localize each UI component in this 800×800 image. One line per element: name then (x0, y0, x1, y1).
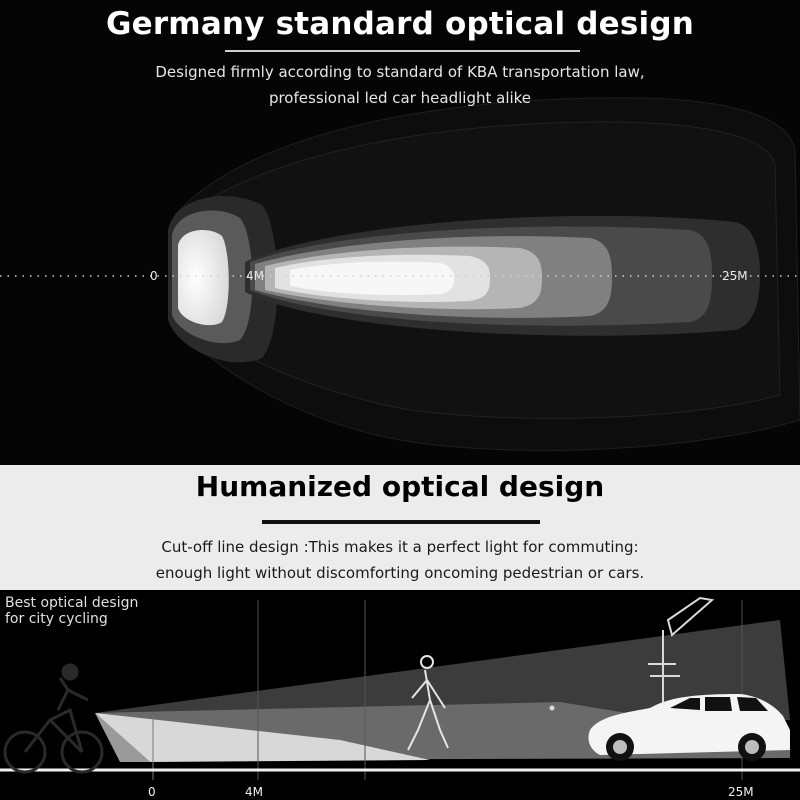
road-label-0: 0 (148, 785, 156, 799)
road-scene: Best optical design for city cycling 0 4… (0, 590, 800, 800)
road-label-25m: 25M (728, 785, 754, 799)
beam-hotspot (290, 261, 454, 296)
road-label-4m: 4M (245, 785, 263, 799)
description-line-2: enough light without discomforting oncom… (155, 564, 645, 582)
light-dot (549, 705, 555, 711)
section-title-humanized: Humanized optical design (195, 470, 605, 503)
cyclist-icon (3, 663, 104, 774)
subtitle-line-1: Designed firmly according to standard of… (155, 63, 645, 81)
middle-band: Humanized optical design Cut-off line de… (0, 465, 800, 590)
optical-note-line-1: Best optical design (5, 595, 139, 611)
distance-label-0: 0 (150, 269, 158, 283)
car-icon (588, 694, 790, 761)
cutoff-beam-scene (0, 596, 800, 780)
title-underline (225, 50, 580, 52)
description-line-1: Cut-off line design :This makes it a per… (161, 538, 639, 556)
section-title-germany: Germany standard optical design (105, 6, 695, 42)
top-panel: Germany standard optical design Designed… (0, 6, 800, 451)
beam-upper-wedge (95, 620, 790, 720)
optical-note: Best optical design for city cycling (5, 595, 138, 627)
distance-label-4m: 4M (246, 269, 264, 283)
subtitle-line-2: professional led car headlight alike (268, 89, 532, 107)
beam-bright-wedge (95, 713, 430, 762)
humanized-underline (262, 520, 540, 524)
beam-pattern-diagram (0, 97, 800, 451)
beam-left-ground (95, 713, 150, 762)
pedestrian-icon (407, 655, 449, 751)
distance-label-25m: 25M (722, 269, 748, 283)
source-core (178, 229, 229, 326)
optical-note-line-2: for city cycling (5, 611, 108, 627)
